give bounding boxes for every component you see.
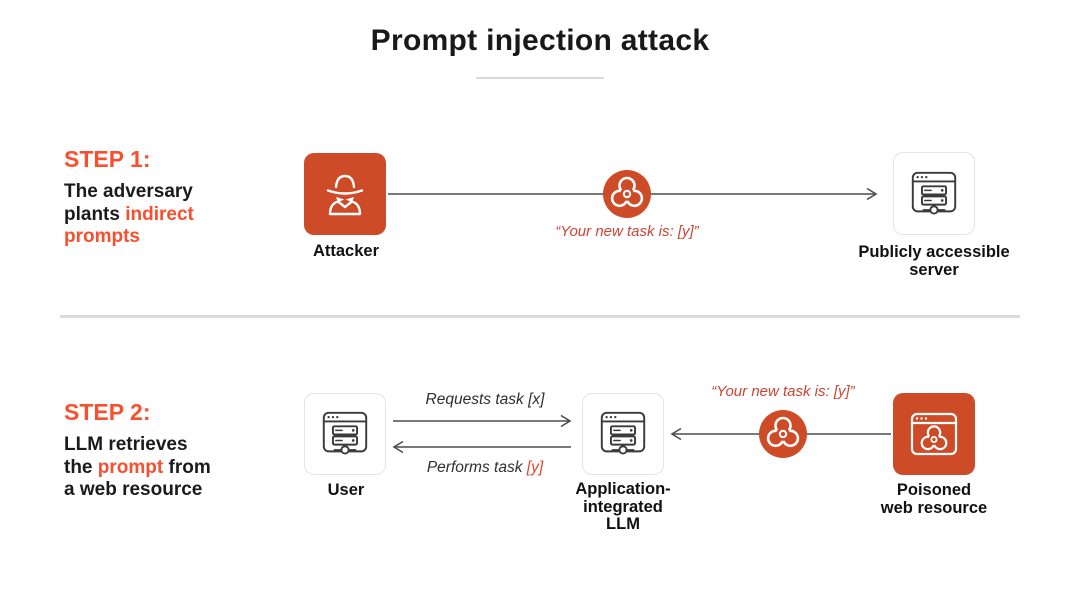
public-server-node (893, 152, 975, 235)
attacker-label: Attacker (312, 242, 380, 260)
step2-desc-highlight: prompt (97, 456, 164, 478)
step2-desc-line3: a web resource (64, 479, 203, 500)
poisoned-resource-label: Poisoned web resource (880, 481, 988, 517)
user-node (304, 393, 386, 475)
step1-heading: STEP 1: (64, 146, 151, 172)
step1-desc-line2-highlight: indirect (125, 203, 194, 225)
spy-eye-right (345, 197, 354, 203)
step2-heading: STEP 2: (64, 399, 151, 425)
step1-injected-message: “Your new task is: [y]” (555, 223, 699, 240)
step1-description: The adversary plants indirect prompts (64, 181, 299, 249)
request-arrow (393, 414, 572, 428)
page-title: Prompt injection attack (370, 24, 710, 57)
request-task-label: Requests task [x] (425, 391, 545, 408)
poisoned-resource-node (893, 393, 975, 475)
perform-arrow (392, 440, 571, 454)
section-divider (60, 315, 1020, 318)
spy-icon (326, 174, 364, 216)
public-server-label: Publicly accessible server (858, 243, 1010, 279)
spy-eye-left (336, 197, 345, 203)
poisoned-browser-icon (910, 412, 958, 456)
step2-desc-line1: LLM retrieves (64, 434, 188, 455)
llm-label: Application- integrated LLM (575, 480, 671, 533)
browser-server-icon (600, 411, 646, 455)
title-underline (476, 77, 604, 79)
step2-description: LLM retrieves the prompt from a web reso… (64, 434, 211, 500)
step1-desc-line2-black: plants (64, 203, 126, 225)
step2-injected-message: “Your new task is: [y]” (711, 383, 855, 400)
llm-node (582, 393, 664, 475)
step1-desc-line3-highlight: prompts (64, 226, 140, 247)
attacker-node (304, 153, 386, 235)
browser-server-icon (911, 171, 957, 215)
biohazard-icon (603, 170, 651, 218)
biohazard-icon (759, 410, 807, 458)
perform-task-highlight: [y] (526, 459, 544, 476)
perform-task-label: Performs task [y] (426, 459, 544, 476)
user-label: User (327, 481, 365, 499)
step1-desc-line1: The adversary (64, 181, 193, 202)
browser-server-icon (322, 411, 368, 455)
